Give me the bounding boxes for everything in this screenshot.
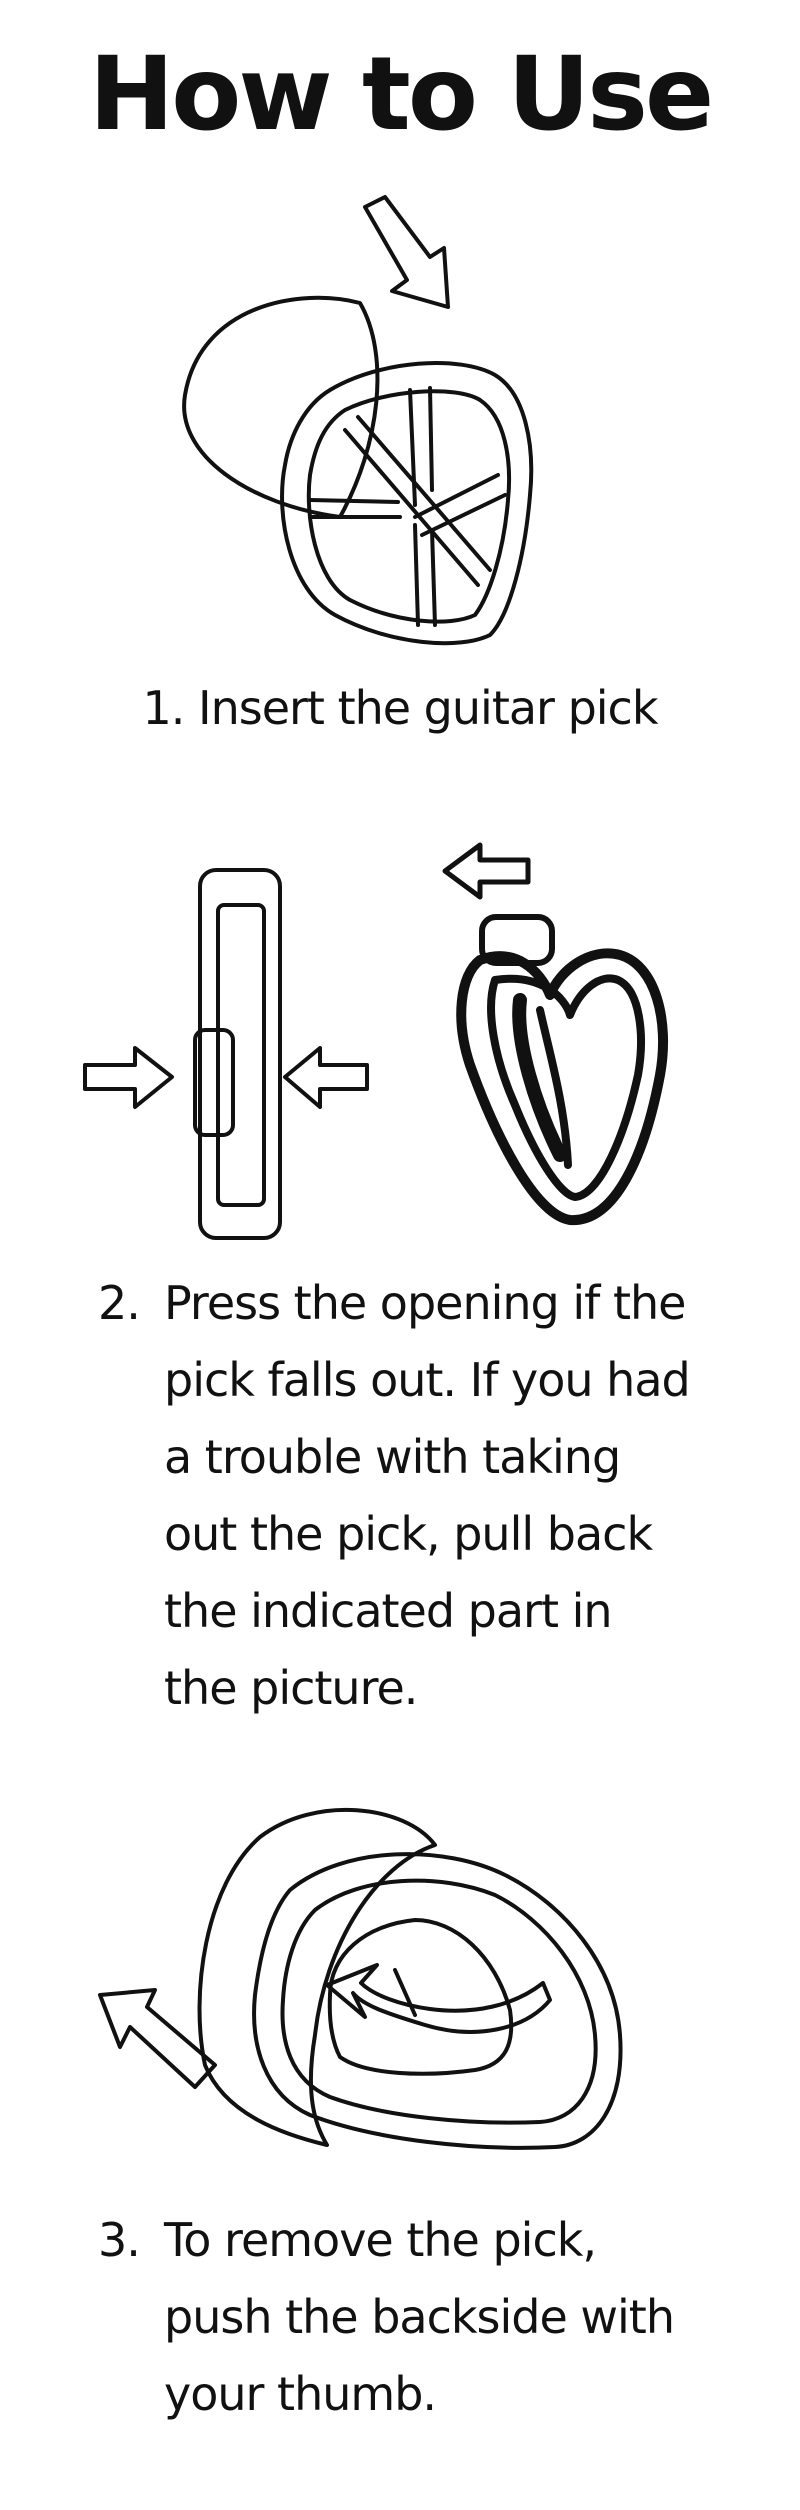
step-3-line: To remove the pick,	[164, 2213, 597, 2267]
step-2-line: the indicated part in	[164, 1584, 613, 1638]
pick-insert-illustration	[160, 195, 620, 655]
step-2-line: Press the opening if the	[164, 1276, 686, 1330]
page-title: How to Use	[88, 35, 714, 154]
arrow-up-left-icon	[98, 1988, 217, 2089]
step-3-block: 3. To remove the pick, push the backside…	[98, 2202, 738, 2433]
step-2-line: out the pick, pull back	[164, 1507, 653, 1561]
pick-holder-side-view	[198, 868, 282, 1240]
step-2-line: a trouble with taking	[164, 1430, 621, 1484]
guitar-pick-shape	[182, 295, 380, 519]
step-2-number: 2.	[98, 1276, 141, 1330]
step-3-line: push the backside with	[164, 2290, 675, 2344]
pick-holder-shape	[252, 1852, 623, 2150]
step-3-line: your thumb.	[164, 2367, 437, 2421]
arrow-down-right-icon	[363, 195, 450, 309]
arrow-left-icon	[442, 842, 531, 900]
arrow-left-icon	[283, 1046, 369, 1109]
holder-press-illustration	[80, 865, 400, 1245]
arrow-right-icon	[83, 1046, 174, 1109]
step-1-text: 1. Insert the guitar pick	[142, 681, 659, 735]
step-2-block: 2. Press the opening if the pick falls o…	[98, 1265, 738, 1727]
curved-arrow-icon	[325, 1963, 552, 2034]
pick-holder-shape	[280, 361, 534, 646]
guitar-pick-shape	[197, 1807, 437, 2147]
step-2-line: pick falls out. If you had	[164, 1353, 691, 1407]
step-2-line: the picture.	[164, 1661, 418, 1715]
pick-holder-back-view	[456, 948, 668, 1226]
pick-remove-illustration	[95, 1795, 645, 2215]
step-3-number: 3.	[98, 2213, 141, 2267]
holder-pullback-illustration	[440, 825, 700, 1245]
